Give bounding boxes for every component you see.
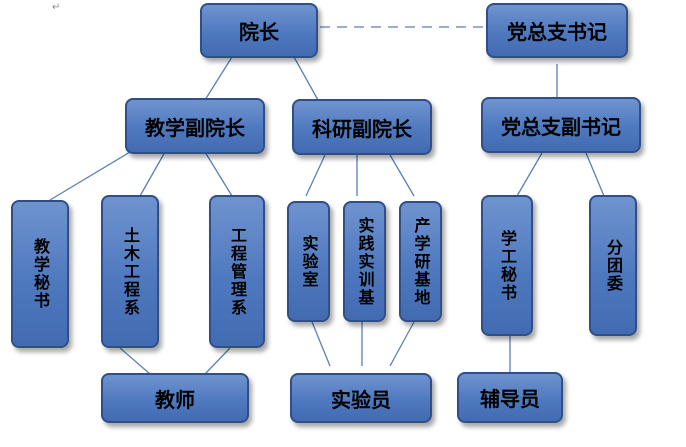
link-deputy-league xyxy=(585,152,605,197)
link-teaching-secretary xyxy=(49,151,131,201)
lab-technicians-node: 实验员 xyxy=(290,373,432,423)
link-research-industry xyxy=(389,154,415,197)
link-mgmt-teachers xyxy=(204,347,231,375)
teaching-vice-dean-node: 教学副院长 xyxy=(125,98,265,154)
practice-training-base-node: 实践实训基 xyxy=(343,201,386,322)
paragraph-mark: ↵ xyxy=(52,2,61,13)
laboratory-node: 实验室 xyxy=(287,201,330,322)
teachers-node: 教师 xyxy=(101,373,249,423)
dean-node: 院长 xyxy=(200,3,318,58)
engineering-management-dept-node: 工程管理系 xyxy=(209,195,265,348)
youth-league-branch-node: 分团委 xyxy=(589,195,637,336)
link-research-lab xyxy=(305,154,326,197)
student-affairs-secretary-node: 学工秘书 xyxy=(481,195,533,336)
link-civil-teachers xyxy=(119,347,151,375)
party-deputy-secretary-node: 党总支副书记 xyxy=(481,97,641,153)
industry-research-base-node: 产学研基地 xyxy=(399,201,442,322)
link-industry-techs xyxy=(389,321,415,367)
party-secretary-node: 党总支书记 xyxy=(486,3,628,58)
link-teaching-mgmt xyxy=(204,151,233,197)
link-deputy-student xyxy=(516,152,543,197)
counselors-node: 辅导员 xyxy=(457,372,563,423)
civil-engineering-dept-node: 土木工程系 xyxy=(101,195,159,348)
research-vice-dean-node: 科研副院长 xyxy=(292,99,432,155)
teaching-secretary-node: 教学秘书 xyxy=(11,200,69,348)
link-lab-techs xyxy=(311,321,331,367)
link-dean-teaching xyxy=(204,56,233,101)
link-dean-research xyxy=(293,56,319,101)
link-teaching-civil xyxy=(139,151,166,197)
